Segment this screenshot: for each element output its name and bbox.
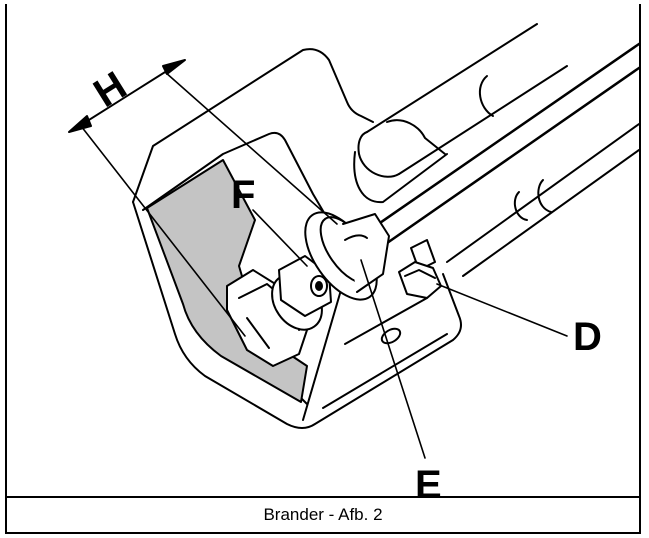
caption-bar: Brander - Afb. 2 [7,496,639,532]
leader-d [436,283,568,337]
nut-d [398,239,442,299]
figure-caption: Brander - Afb. 2 [263,505,383,524]
label-h: H [86,63,134,116]
label-e: E [415,463,442,496]
burner-illustration: H F D E [68,23,639,496]
gas-pipes [353,23,639,277]
figure-frame: H F D E Brander - Afb. 2 [5,4,641,534]
leader-e [360,259,426,459]
label-d: D [573,315,602,359]
label-f: F [231,173,255,217]
nut-f [226,255,332,367]
dimension-h [68,59,338,337]
nozzle-e [304,211,390,301]
leader-f [252,209,308,267]
